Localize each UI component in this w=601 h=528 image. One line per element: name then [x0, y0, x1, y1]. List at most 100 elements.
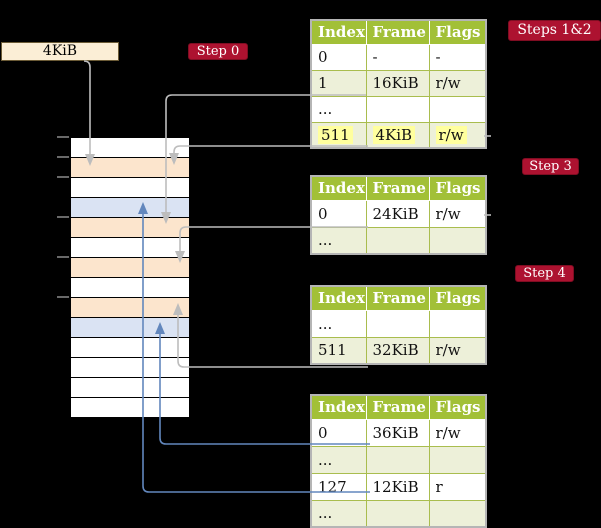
badge-steps-1-2: Steps 1&2 [508, 20, 601, 41]
table-cell: ... [310, 226, 367, 255]
badge-step-0-label: Step 0 [196, 44, 240, 59]
table-cell: 127 [310, 472, 367, 501]
table-cell: ... [310, 309, 367, 338]
memory-frame-free [71, 398, 189, 418]
column-header: Frame [365, 394, 430, 420]
memory-frame-data-page [71, 318, 189, 338]
memory-frame-free [71, 238, 189, 258]
table-cell: r [428, 472, 487, 501]
table-row: ... [310, 445, 487, 474]
table-cell: 511 [310, 336, 367, 365]
table-row: ... [310, 95, 487, 123]
memory-frame-data-page [71, 198, 189, 218]
memory-frame-page-table [71, 158, 189, 178]
table-cell: 32KiB [365, 336, 430, 365]
table-cell: r/w [428, 199, 487, 228]
column-header: Frame [365, 285, 430, 311]
table-cell [428, 95, 487, 123]
table-cell [428, 445, 487, 474]
table-cell: r/w [428, 69, 487, 97]
column-header: Frame [365, 175, 430, 201]
memory-frame-free [71, 278, 189, 298]
column-header: Flags [428, 19, 487, 45]
memory-frame-free [71, 178, 189, 198]
table-cell: 12KiB [365, 472, 430, 501]
page-table-base-label: 4KiB [42, 43, 78, 59]
highlighted-value: 4KiB [372, 125, 416, 144]
table-cell [428, 226, 487, 255]
table-cell [365, 309, 430, 338]
memory-frame-page-table [71, 298, 189, 318]
badge-step-3: Step 3 [522, 158, 579, 175]
physical-memory-column [70, 137, 190, 418]
badge-step-3-label: Step 3 [529, 159, 572, 174]
table-row: 511 4KiB r/w [310, 121, 487, 149]
table-cell: r/w [428, 336, 487, 365]
memory-frame-free [71, 338, 189, 358]
table-cell: r/w [428, 121, 487, 149]
table-cell: ... [310, 445, 367, 474]
table-cell [365, 226, 430, 255]
column-header: Flags [428, 394, 487, 420]
table-cell: r/w [428, 418, 487, 447]
badge-step-4: Step 4 [515, 265, 574, 282]
table-cell [365, 445, 430, 474]
badge-step-4-label: Step 4 [523, 266, 566, 281]
memory-frame-free [71, 358, 189, 378]
highlighted-value: 511 [318, 125, 353, 144]
column-header: Flags [428, 175, 487, 201]
table-cell: 4KiB [365, 121, 430, 149]
column-header: Frame [365, 19, 430, 45]
highlighted-value: r/w [435, 125, 467, 144]
memory-frame-page-table [71, 258, 189, 278]
table-cell: ... [310, 95, 367, 123]
table-cell: 0 [310, 199, 367, 228]
memory-frame-free [71, 138, 189, 158]
table-cell [428, 499, 487, 528]
badge-step-0: Step 0 [188, 43, 248, 60]
column-header: Index [310, 19, 367, 45]
table-cell: 24KiB [365, 199, 430, 228]
table-cell: 36KiB [365, 418, 430, 447]
column-header: Index [310, 285, 367, 311]
table-cell: 0 [310, 418, 367, 447]
table-row: 0-- [310, 43, 487, 71]
table-cell [365, 95, 430, 123]
table-row: ... [310, 499, 487, 528]
table-cell: 511 [310, 121, 367, 149]
table-cell: - [428, 43, 487, 71]
page-table-base-box: 4KiB [1, 42, 119, 61]
table-cell [365, 499, 430, 528]
table-cell [428, 309, 487, 338]
memory-frame-page-table [71, 218, 189, 238]
table-cell: ... [310, 499, 367, 528]
column-header: Index [310, 175, 367, 201]
column-header: Flags [428, 285, 487, 311]
table-cell: - [365, 43, 430, 71]
memory-frame-free [71, 378, 189, 398]
column-header: Index [310, 394, 367, 420]
table-row: ... [310, 309, 487, 338]
table-cell: 16KiB [365, 69, 430, 97]
badge-steps-1-2-label: Steps 1&2 [517, 22, 592, 38]
memory-ticks [57, 136, 69, 298]
table-cell: 1 [310, 69, 367, 97]
table-row: ... [310, 226, 487, 255]
